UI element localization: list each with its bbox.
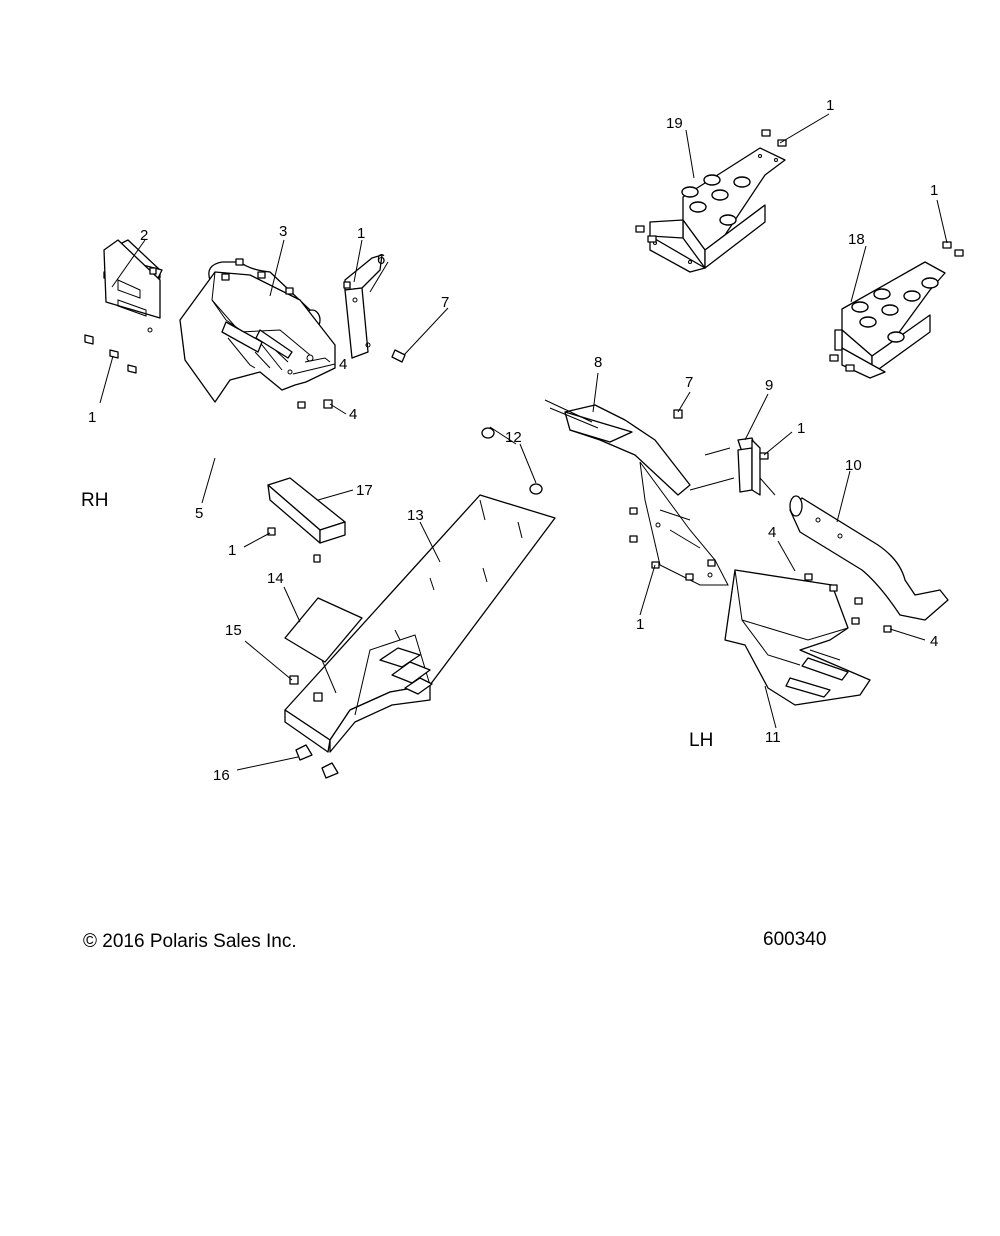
heat-shield-tube-10 xyxy=(789,495,949,621)
bracket-9 xyxy=(737,437,761,496)
callout-4: 4 xyxy=(349,406,357,423)
callout-11: 11 xyxy=(765,729,781,746)
callout-5: 5 xyxy=(195,505,203,522)
callout-13: 13 xyxy=(407,507,424,524)
bracket-8 xyxy=(544,399,729,586)
footrest-plate-18 xyxy=(834,261,946,379)
skid-plate-5 xyxy=(179,271,336,403)
bracket-6 xyxy=(344,254,383,359)
callout-1: 1 xyxy=(636,616,644,633)
callout-1: 1 xyxy=(88,409,96,426)
fasteners xyxy=(84,129,964,779)
callout-14: 14 xyxy=(267,570,284,587)
leader-lines xyxy=(99,113,948,771)
callout-4: 4 xyxy=(339,356,347,373)
callout-4: 4 xyxy=(930,633,938,650)
callout-7: 7 xyxy=(441,294,449,311)
skid-panel-13 xyxy=(284,494,556,753)
callout-15: 15 xyxy=(225,622,242,639)
callout-1: 1 xyxy=(930,182,938,199)
callout-1: 1 xyxy=(228,542,236,559)
callout-18: 18 xyxy=(848,231,865,248)
footrest-plate-19 xyxy=(649,147,786,273)
callout-6: 6 xyxy=(377,251,385,268)
callout-3: 3 xyxy=(279,223,287,240)
copyright-text: © 2016 Polaris Sales Inc. xyxy=(83,931,297,952)
callout-labels: 1 19 1 18 2 3 1 6 7 4 4 1 RH 5 17 1 12 1… xyxy=(81,97,938,784)
callout-1: 1 xyxy=(797,420,805,437)
callout-8: 8 xyxy=(594,354,602,371)
callout-4: 4 xyxy=(768,524,776,541)
bracket-2 xyxy=(103,239,163,333)
side-label-rh: RH xyxy=(81,490,108,511)
side-label-lh: LH xyxy=(689,730,713,751)
callout-1: 1 xyxy=(826,97,834,114)
bracket-17 xyxy=(267,477,346,544)
callout-1: 1 xyxy=(357,225,365,242)
skid-plate-11 xyxy=(724,569,871,706)
callout-7: 7 xyxy=(685,374,693,391)
callout-2: 2 xyxy=(140,227,148,244)
callout-12: 12 xyxy=(505,429,522,446)
callout-10: 10 xyxy=(845,457,862,474)
callout-16: 16 xyxy=(213,767,230,784)
callout-17: 17 xyxy=(356,482,373,499)
callout-9: 9 xyxy=(765,377,773,394)
callout-19: 19 xyxy=(666,115,683,132)
diagram-number: 600340 xyxy=(763,929,826,950)
decal-14 xyxy=(284,597,363,663)
